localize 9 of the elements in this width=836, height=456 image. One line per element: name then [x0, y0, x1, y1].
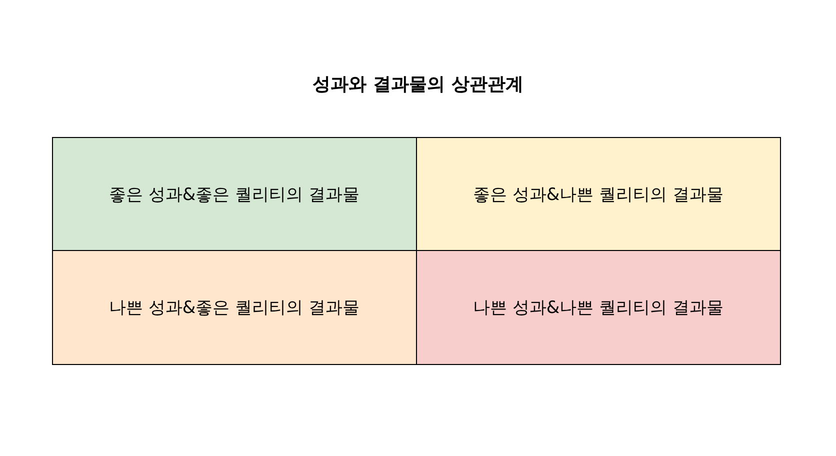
quadrant-box	[416, 250, 781, 365]
quadrant-label: 좋은 성과&나쁜 퀄리티의 결과물	[473, 184, 724, 206]
quadrant-box	[416, 137, 781, 251]
quadrant-label: 좋은 성과&좋은 퀄리티의 결과물	[109, 184, 360, 206]
quadrant-box	[52, 137, 416, 251]
quadrant-label: 나쁜 성과&좋은 퀄리티의 결과물	[109, 297, 360, 319]
diagram-title: 성과와 결과물의 상관관계	[312, 73, 524, 96]
quadrant-box	[52, 250, 416, 365]
quadrant-label: 나쁜 성과&나쁜 퀄리티의 결과물	[473, 297, 724, 319]
